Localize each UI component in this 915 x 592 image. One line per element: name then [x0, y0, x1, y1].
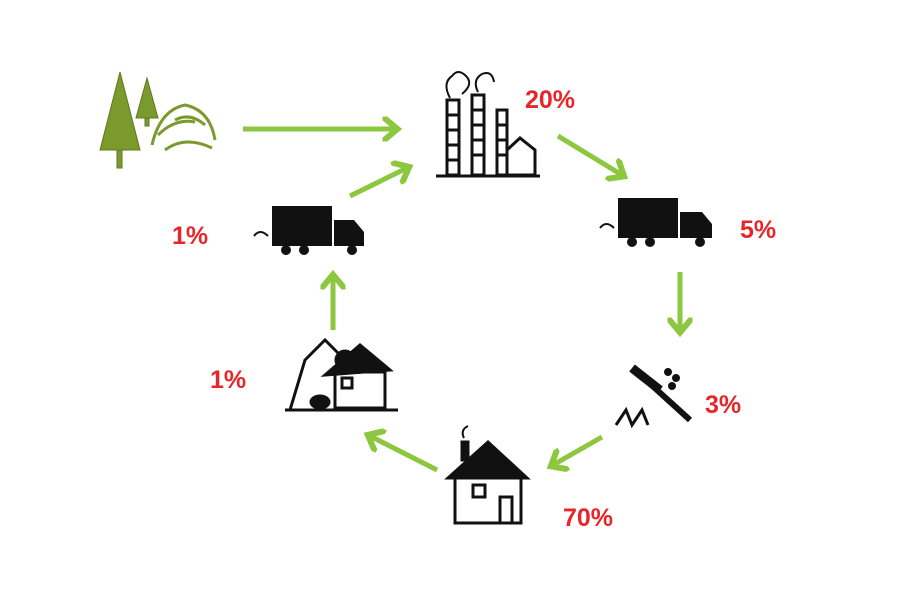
- hammer-icon: [614, 364, 693, 429]
- demolition-icon: [285, 337, 398, 412]
- construction-percent: 3%: [705, 391, 742, 419]
- demolition-percent: 1%: [210, 366, 247, 394]
- house-use-percent: 70%: [563, 504, 614, 532]
- arrow-factory-to-truck: [556, 133, 622, 175]
- arrow-truck-to-factory: [348, 168, 407, 199]
- transport-out-percent: 5%: [740, 216, 777, 244]
- arrows: [243, 129, 680, 470]
- house-icon: [444, 425, 531, 525]
- truck-icon: [599, 198, 712, 247]
- arrow-house-to-demolition: [370, 436, 439, 473]
- factory-icon: [436, 71, 540, 178]
- forest-icon: [99, 71, 217, 169]
- factory-percent: 20%: [525, 86, 576, 114]
- arrow-construction-to-house: [553, 434, 604, 465]
- truck-icon: [253, 206, 364, 255]
- transport-back-percent: 1%: [172, 222, 209, 250]
